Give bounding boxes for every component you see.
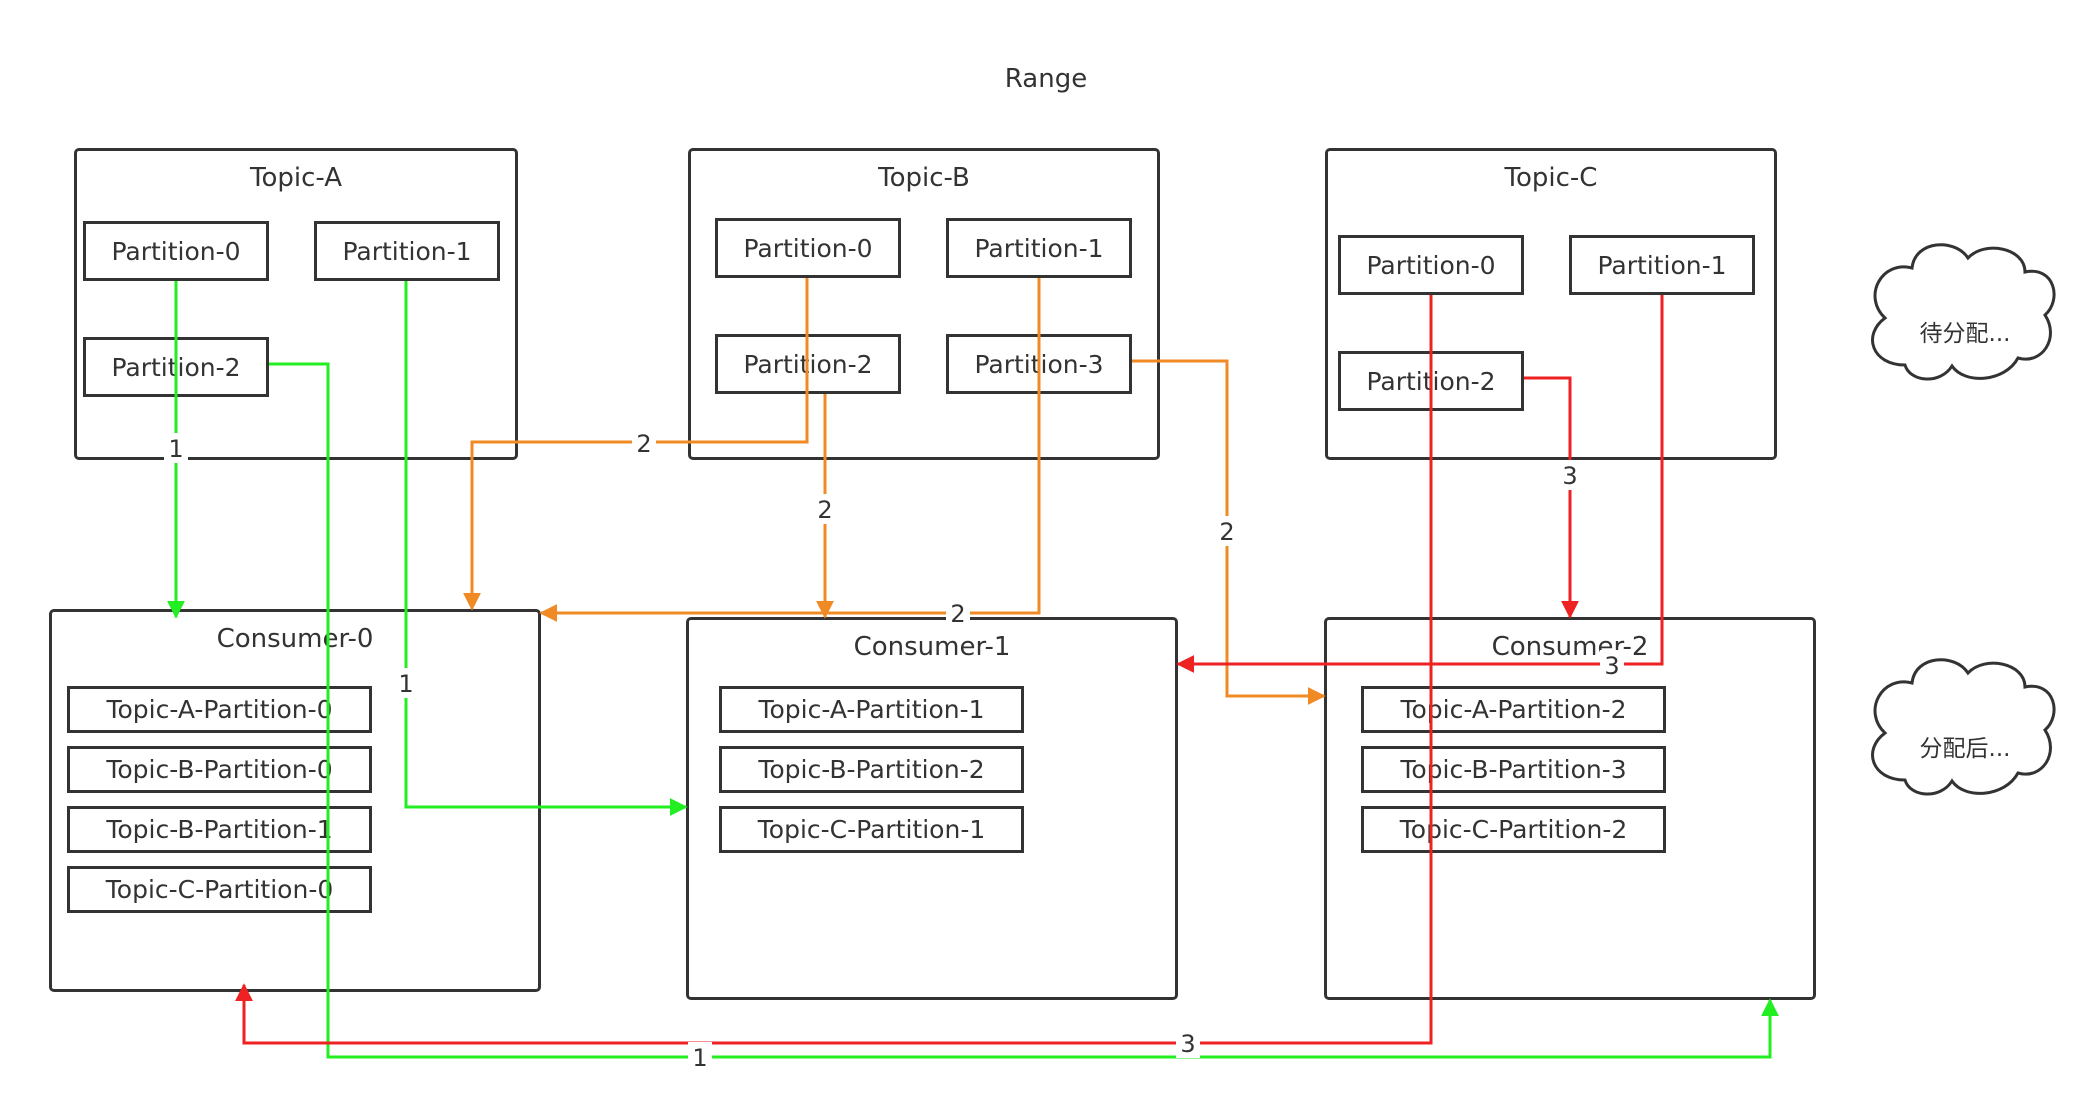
topic-a-group: Topic-A	[74, 148, 518, 460]
edge-label: 1	[692, 1044, 707, 1072]
edge-label: 2	[950, 600, 965, 628]
topic-b-group: Topic-B	[688, 148, 1160, 460]
edge-label: 1	[168, 435, 183, 463]
topic-b-partition-0: Partition-0	[715, 218, 901, 278]
consumer-0-group: Consumer-0	[49, 609, 541, 992]
diagram-title: Range	[1004, 64, 1088, 94]
edge-label: 3	[1604, 652, 1619, 680]
edge-label: 2	[817, 496, 832, 524]
edge-label-group: 1 1 1 2 2 2 2 3 3 3	[164, 428, 1624, 1072]
consumer-1-title: Consumer-1	[853, 632, 1011, 662]
cloud-after-shape	[1871, 658, 2056, 796]
consumer-0-title: Consumer-0	[216, 624, 374, 654]
consumer-0-assignment: Topic-B-Partition-0	[67, 746, 372, 793]
edge-topic-a-p2-to-consumer-2	[269, 362, 1779, 1059]
edge-label: 3	[1562, 462, 1577, 490]
topic-a-partition-1: Partition-1	[314, 221, 500, 281]
consumer-0-assignment: Topic-B-Partition-1	[67, 806, 372, 853]
topic-a-title: Topic-A	[250, 163, 342, 193]
topic-b-title: Topic-B	[878, 163, 970, 193]
edge-label: 2	[1219, 518, 1234, 546]
consumer-1-assignment: Topic-B-Partition-2	[719, 746, 1024, 793]
edge-topic-b-p1-to-consumer-0	[539, 278, 1041, 622]
topic-a-partition-0: Partition-0	[83, 221, 269, 281]
edge-topic-c-p0-to-consumer-0	[235, 295, 1433, 1045]
cloud-before-label: 待分配...	[1919, 321, 2011, 347]
cloud-after-label: 分配后...	[1919, 736, 2011, 762]
consumer-2-assignment: Topic-A-Partition-2	[1361, 686, 1666, 733]
topic-c-group: Topic-C	[1325, 148, 1777, 460]
edge-topic-c-p1-to-consumer-1	[1176, 295, 1664, 673]
consumer-2-assignment: Topic-C-Partition-2	[1361, 806, 1666, 853]
edge-topic-c-p2-to-consumer-2	[1524, 376, 1579, 619]
edge-label: 2	[636, 430, 651, 458]
topic-c-partition-1: Partition-1	[1569, 235, 1755, 295]
consumer-0-assignment: Topic-A-Partition-0	[67, 686, 372, 733]
edge-label: 1	[398, 670, 413, 698]
topic-c-partition-0: Partition-0	[1338, 235, 1524, 295]
consumer-0-assignment: Topic-C-Partition-0	[67, 866, 372, 913]
consumer-2-assignment: Topic-B-Partition-3	[1361, 746, 1666, 793]
topic-b-partition-1: Partition-1	[946, 218, 1132, 278]
edge-topic-a-p1-to-consumer-1	[404, 281, 688, 816]
consumer-1-assignment: Topic-A-Partition-1	[719, 686, 1024, 733]
cloud-before-shape	[1871, 243, 2056, 381]
edge-label: 3	[1180, 1030, 1195, 1058]
consumer-1-assignment: Topic-C-Partition-1	[719, 806, 1024, 853]
topic-c-title: Topic-C	[1504, 163, 1598, 193]
